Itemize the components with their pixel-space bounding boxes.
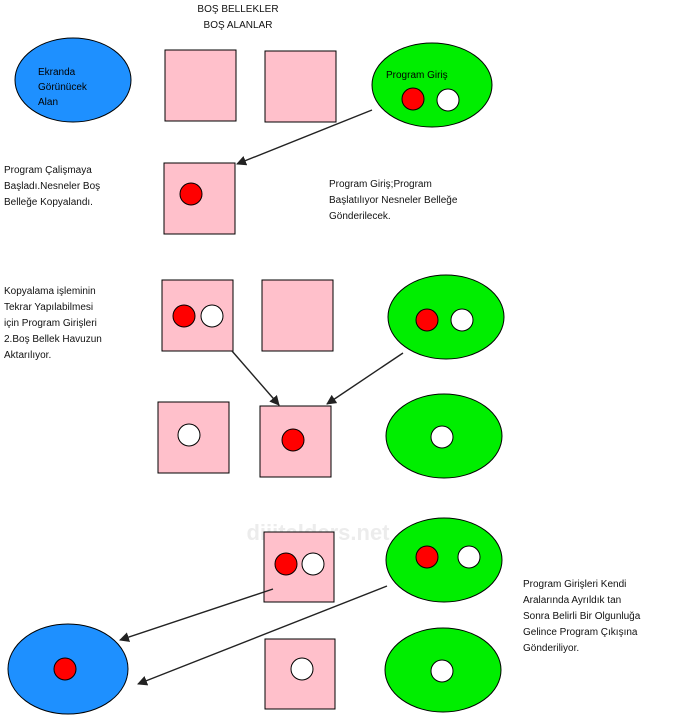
- arrow-input-to-pool: [326, 352, 404, 405]
- white-ball: [290, 657, 314, 681]
- red-ball: [274, 552, 298, 576]
- empty-memory-box-3: [261, 279, 334, 352]
- note-copy-repeat: Kopyalama işleminin Tekrar Yapılabilmesi…: [4, 284, 102, 364]
- note-line: Kopyalama işleminin: [4, 286, 96, 297]
- arrow-input-to-memory-1: [236, 109, 373, 166]
- red-ball: [53, 657, 77, 681]
- note-line: Program Giriş;Program: [329, 179, 432, 190]
- empty-memory-header-line-1: BOŞ BELLEKLER: [197, 4, 279, 15]
- white-ball: [430, 425, 454, 449]
- note-program-output: Program Girişleri Kendi Aralarında Ayrıl…: [523, 577, 649, 657]
- program-input-ellipse-2: [387, 274, 505, 360]
- empty-memory-header: BOŞ BELLEKLER BOŞ ALANLAR: [193, 2, 283, 34]
- white-ball: [301, 552, 325, 576]
- note-line: Gönderilecek.: [329, 211, 391, 222]
- empty-memory-header-line-2: BOŞ ALANLAR: [203, 20, 273, 31]
- note-line: Aktarılıyor.: [4, 350, 52, 361]
- empty-memory-box-1: [164, 49, 237, 122]
- screen-area-label-3: Alan: [38, 97, 58, 108]
- white-ball: [457, 545, 481, 569]
- note-line: Program Çalişmaya: [4, 165, 92, 176]
- white-ball: [430, 659, 454, 683]
- note-line: için Program Girişleri: [4, 318, 97, 329]
- red-ball: [415, 545, 439, 569]
- white-ball: [450, 308, 474, 332]
- red-ball: [281, 428, 305, 452]
- note-line: Başlatılıyor Nesneler Belleğe: [329, 195, 458, 206]
- note-program-started: Program Çalişmaya Başladı.Nesneler Boş B…: [4, 163, 100, 211]
- note-line: Gelince Program Çıkışına: [523, 627, 638, 638]
- red-ball: [172, 304, 196, 328]
- note-line: Sonra Belirli Bir Olgunluğa: [523, 611, 641, 622]
- program-input-label: Program Giriş: [386, 70, 448, 81]
- white-ball: [436, 88, 460, 112]
- screen-area-label-1: Ekranda: [38, 67, 76, 78]
- screen-area-ellipse: [14, 37, 132, 123]
- red-ball: [179, 182, 203, 206]
- note-line: Program Girişleri Kendi: [523, 579, 627, 590]
- note-line: Başladı.Nesneler Boş: [4, 181, 101, 192]
- screen-area-label-2: Görünücek: [38, 82, 88, 93]
- note-program-input: Program Giriş;Program Başlatılıyor Nesne…: [329, 177, 457, 225]
- empty-memory-box-2: [264, 50, 337, 123]
- white-ball: [177, 423, 201, 447]
- note-line: Belleğe Kopyalandı.: [4, 197, 93, 208]
- red-ball: [401, 87, 425, 111]
- note-line: Tekrar Yapılabilmesi: [4, 302, 94, 313]
- arrow-input-to-output: [137, 585, 388, 686]
- note-line: Gönderiliyor.: [523, 643, 580, 654]
- program-input-ellipse-4: [385, 517, 503, 603]
- arrow-box-to-output: [119, 588, 274, 642]
- note-line: 2.Boş Bellek Havuzuna: [4, 334, 102, 345]
- note-line: Aralarında Ayrıldık tan: [523, 595, 622, 606]
- red-ball: [415, 308, 439, 332]
- arrow-box-to-pool: [231, 350, 280, 406]
- white-ball: [200, 304, 224, 328]
- program-input-ellipse-1: [371, 42, 493, 128]
